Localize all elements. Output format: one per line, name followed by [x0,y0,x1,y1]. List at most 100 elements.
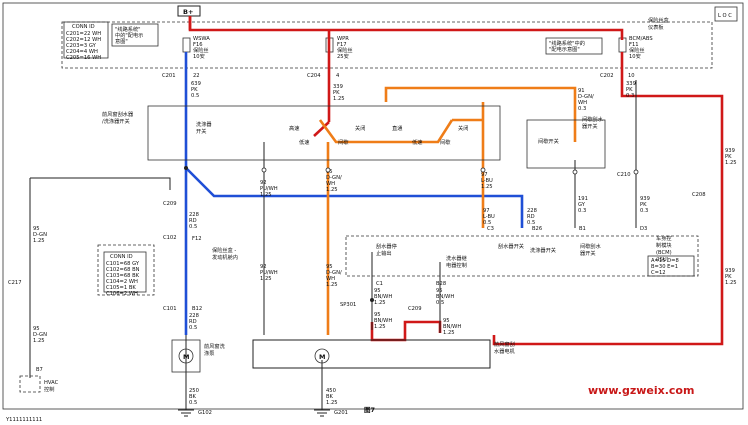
wire-label: 339 [626,81,636,87]
conn-id-line: C205=16 WH [66,55,101,61]
conn-id-title: CONN ID [72,24,95,30]
wire-label: RD [189,218,197,224]
wire-label: WH [578,100,587,106]
fuse-f11-text: 保险丝 [629,46,645,54]
wire-red-bcm-right [492,52,724,346]
wire-label: WH [326,181,335,187]
wire-label: 1.25 [725,280,737,286]
wire-label: 92 [260,180,267,186]
bcm-washer-switch: 洗涤器开关 [530,246,556,254]
conn-id-line: C202=12 WH [66,37,101,43]
wire-label: D-GN [33,332,47,338]
fuse-f11-text: BCM/ABS [629,36,653,42]
wire-label: D-GN/ [578,94,594,100]
pin-b26: B26 [532,226,542,232]
wire-label: 0.5 [527,220,535,226]
fuse-f11-text: F11 [629,42,639,48]
wire-label: 191 [578,196,588,202]
conn-id2-line: C102=68 BN [106,267,140,273]
wire-label: BN/WH [443,324,461,330]
wire-label: 1.25 [33,338,45,344]
wire-label: 939 [725,268,735,274]
wire-red-switch-arm [313,121,330,137]
wire-label: PK [640,202,647,208]
bcm-pin-box [647,255,695,277]
conn-c208: C208 [692,192,706,198]
note-right-line: "配电示意图" [549,45,580,53]
fuse-f11-symbol [618,37,627,53]
wire-label: 1.25 [33,238,45,244]
conn-id-box [63,21,109,59]
note-right-line: "线路系统"中的 [549,39,585,47]
wire-label: 95 [374,312,381,318]
washer-pump-m: M [183,353,189,361]
wire-label: BK [189,394,197,400]
conn-c201: C201 [162,73,176,79]
fuse-f16-text: WSWA [193,36,210,42]
wire-label: 0.5 [189,400,197,406]
wire-label: 1.25 [374,324,386,330]
wire-label: 1.25 [260,192,272,198]
loc-box [714,6,738,22]
wire-label: 639 [191,81,201,87]
wire-label: 95 [33,226,40,232]
wire-blue-washer [185,167,524,228]
pin-22: 22 [193,73,200,79]
wire-label: BN/WH [374,318,392,324]
conn-id2-line: C103=68 BK [106,273,140,279]
note-left-box [111,23,159,47]
pin-b28: B28 [436,281,446,287]
wire-label: 1.25 [326,400,338,406]
splice-sp301 [370,298,374,302]
washer-pump-label: 涤泵 [204,349,214,357]
wire-label: PU/WH [260,186,278,192]
wire-label: PK [626,87,633,93]
conn-sp301: SP301 [340,302,356,308]
wiper-switch-box [147,105,501,161]
washer-switch-label: 开关 [196,127,206,135]
washer-switch-label: 洗涤器 [196,120,212,128]
washer-pump-label: 前风窗洗 [204,342,226,350]
conn-c202: C202 [600,73,614,79]
hvac-box [19,375,41,393]
pin-4: 4 [336,73,340,79]
conn-id2-line: C104=2 WH [106,279,138,285]
wire-label: 0.5 [483,220,491,226]
wire-label: 939 [640,196,650,202]
wire-red-bplus-bus [188,16,624,40]
wire-label: 92 [260,264,267,270]
fuse-f11-text: 10安 [629,52,641,60]
wire-label: L-BU [483,214,495,220]
conn-c101: C101 [163,306,177,312]
figure-label: 图7 [364,405,375,414]
bcm-wiper-stop: 止输出 [376,249,392,257]
conn-id2-title: CONN ID [110,254,133,260]
pin-f12: F12 [192,236,202,242]
wire-label: RD [527,214,535,220]
wire-label: 228 [527,208,537,214]
wire-label: PK [725,274,732,280]
relay-switch-label: 间歇开关 [538,137,559,145]
wire-black-left [30,177,171,190]
pin-marker [572,169,578,175]
wire-label: 228 [189,313,199,319]
wire-label: PK [191,87,198,93]
washer-pump-motor [178,348,194,364]
intermittent-relay-box [526,119,606,169]
switch-title: /洗涤器开关 [102,117,130,125]
pin-c1: C1 [376,281,383,287]
pin-marker [261,167,267,173]
pin-10: 10 [628,73,635,79]
fuse-f17-text: 25安 [337,52,349,60]
wire-label: 97 [483,208,490,214]
wire-label: PK [725,154,732,160]
hvac-label: HVAC [44,380,59,386]
wire-label: GY [578,202,586,208]
wiper-motor-label: 前风窗刮 [494,340,515,348]
fusebox-outline [61,21,713,69]
pin-c3: C3 [487,226,494,232]
conn-id2-line: C101=68 GY [106,261,140,267]
splice-dot [184,166,188,170]
